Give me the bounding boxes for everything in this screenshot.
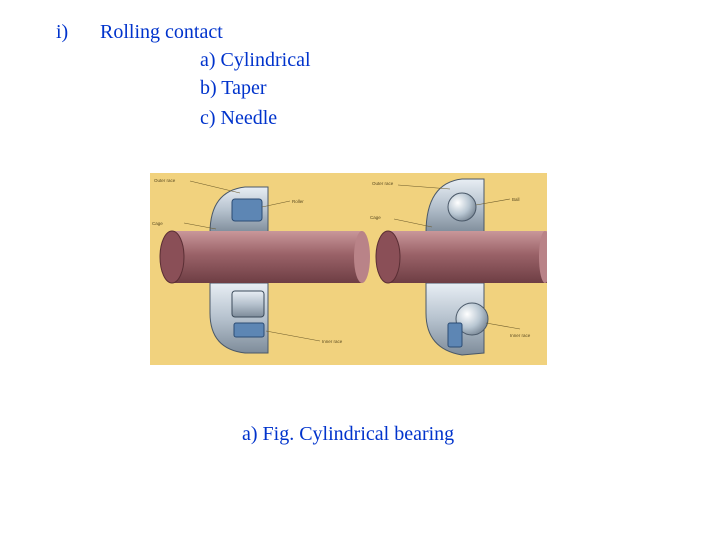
shaft-cut-right (539, 231, 547, 283)
ball-bottom (455, 302, 489, 336)
ball-bearing: Outer race Ball Cage Inner race (370, 178, 547, 356)
callout-left-cage: Cage (152, 221, 163, 226)
ball-top (447, 192, 477, 222)
list-numeral: i) (56, 21, 69, 43)
callout-left-roller: Roller (292, 199, 304, 204)
cylindrical-bearing: Outer race Roller Cage Inner race (152, 178, 370, 354)
shaft-cut-left (354, 231, 370, 283)
right-outer-race-bottom (425, 282, 485, 356)
callout-right-outer-race: Outer race (372, 181, 394, 186)
callout-lines-left (183, 180, 321, 342)
callout-right-inner-race: Inner race (510, 333, 531, 338)
cage-bottom (233, 322, 265, 338)
shaft-right (388, 231, 547, 283)
list-heading: Rolling contact (100, 21, 223, 43)
shaft-end-left (159, 230, 185, 284)
callout-left-outer-race: Outer race (154, 178, 176, 183)
callout-lines-right (393, 184, 521, 330)
bearing-figure: Outer race Roller Cage Inner race (150, 173, 547, 365)
callout-left-inner-race: Inner race (322, 339, 343, 344)
roller-bottom (231, 290, 265, 318)
callout-right-cage: Cage (370, 215, 381, 220)
list-item-cylindrical: a) Cylindrical (200, 49, 311, 71)
figure-caption: a) Fig. Cylindrical bearing (242, 423, 455, 445)
right-cage-bottom (447, 322, 463, 348)
shaft-end-right (375, 230, 401, 284)
callout-right-ball: Ball (512, 197, 520, 202)
roller-top (231, 198, 263, 222)
list-item-needle: c) Needle (200, 107, 278, 129)
list-item-taper: b) Taper (200, 77, 267, 99)
shaft-left (172, 231, 362, 283)
